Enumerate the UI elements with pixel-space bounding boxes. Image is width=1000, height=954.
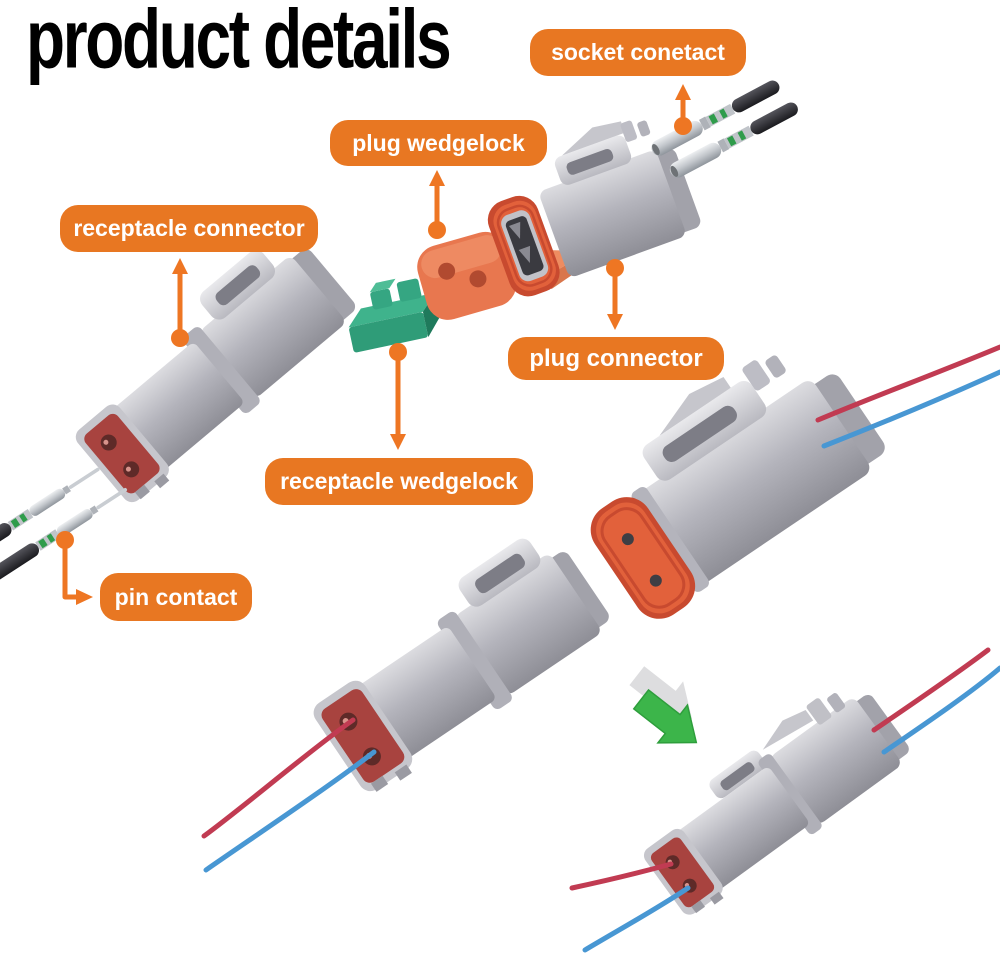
red-wire [201, 717, 356, 839]
socket-contact-arrow [674, 84, 692, 135]
receptacle-wedgelock-arrow [389, 343, 407, 450]
receptacle-connector-arrow [171, 258, 189, 347]
red-wire [569, 861, 674, 891]
blue-wire [821, 369, 1000, 449]
blue-wire [582, 885, 691, 953]
plug-connector-arrow [606, 259, 624, 330]
plug-connector-illustration [487, 120, 701, 297]
assembly-arrow-icon [629, 666, 698, 744]
pin-contact-label: pin contact [100, 573, 252, 621]
plug-wedgelock-arrow [428, 170, 446, 239]
pin-contact-arrow [56, 531, 93, 605]
socket-contact-illustration [651, 80, 798, 178]
blue-wire [203, 749, 377, 873]
plug-connector-label: plug connector [508, 337, 724, 380]
plug-wedgelock-label: plug wedgelock [330, 120, 547, 166]
receptacle-wedgelock-illustration [348, 278, 441, 353]
receptacle-connector-label: receptacle connector [60, 205, 318, 252]
receptacle-connector-illustration [75, 249, 356, 503]
page-title: product details [26, 0, 452, 86]
large-plug-connector-illustration [590, 355, 885, 619]
receptacle-wedgelock-label: receptacle wedgelock [265, 458, 533, 505]
blue-wire [881, 665, 1000, 755]
pin-contact-illustration [0, 467, 128, 594]
socket-contact-label: socket conetact [530, 29, 746, 76]
large-receptacle-connector-illustration [313, 538, 609, 792]
red-wire [871, 647, 991, 733]
red-wire [815, 344, 1000, 423]
